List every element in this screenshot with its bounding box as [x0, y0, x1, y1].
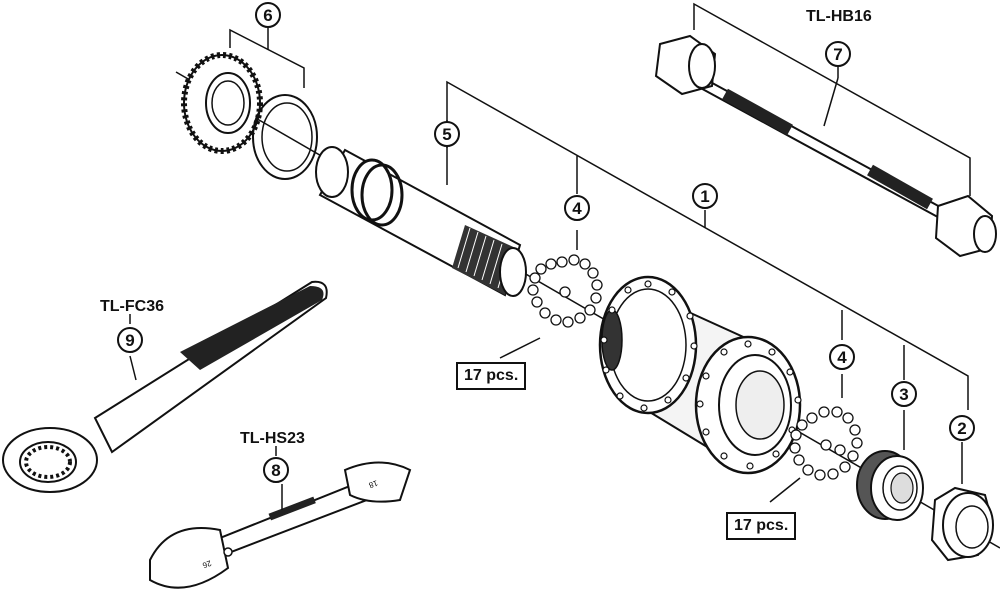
freehub-body [315, 146, 527, 297]
callout-4-left: 4 [564, 195, 590, 221]
svg-text:1: 1 [700, 187, 709, 206]
svg-text:3: 3 [899, 385, 908, 404]
svg-text:5: 5 [442, 125, 451, 144]
callout-4-right: 4 [829, 344, 855, 370]
callout-9: 9 [117, 327, 143, 353]
svg-text:9: 9 [125, 331, 134, 350]
callout-5: 5 [434, 121, 460, 147]
cone-wrench-marking-large: 26 [201, 558, 213, 570]
ball-count-right: 17 pcs. [726, 512, 797, 540]
svg-text:8: 8 [271, 461, 280, 480]
callout-2: 2 [949, 415, 975, 441]
callout-1: 1 [692, 183, 718, 209]
ball-count-left: 17 pcs. [456, 362, 527, 390]
hub-axle-tool [654, 34, 997, 258]
lock-ring [181, 52, 263, 154]
crank-tool-wrench [2, 280, 328, 493]
svg-text:6: 6 [263, 6, 272, 25]
lock-nut [930, 486, 995, 562]
callout-8: 8 [263, 457, 289, 483]
cone-wrench: 18 26 [149, 461, 412, 589]
tool-label-tl-hb16: TL-HB16 [806, 8, 872, 25]
svg-text:4: 4 [572, 199, 582, 218]
ball-bearings-right [789, 406, 863, 481]
tool-label-tl-hs23: TL-HS23 [240, 430, 305, 447]
svg-text:4: 4 [837, 348, 847, 367]
svg-text:2: 2 [957, 419, 966, 438]
svg-text:7: 7 [833, 45, 842, 64]
tool-label-tl-fc36: TL-FC36 [100, 298, 164, 315]
cone-wrench-marking-small: 18 [367, 478, 379, 490]
cone [856, 450, 924, 521]
callout-6: 6 [255, 2, 281, 28]
spacer-washer [252, 94, 318, 180]
ball-bearings-left [527, 254, 603, 328]
hub-shell [598, 275, 802, 475]
callout-3: 3 [891, 381, 917, 407]
callout-7: 7 [825, 41, 851, 67]
